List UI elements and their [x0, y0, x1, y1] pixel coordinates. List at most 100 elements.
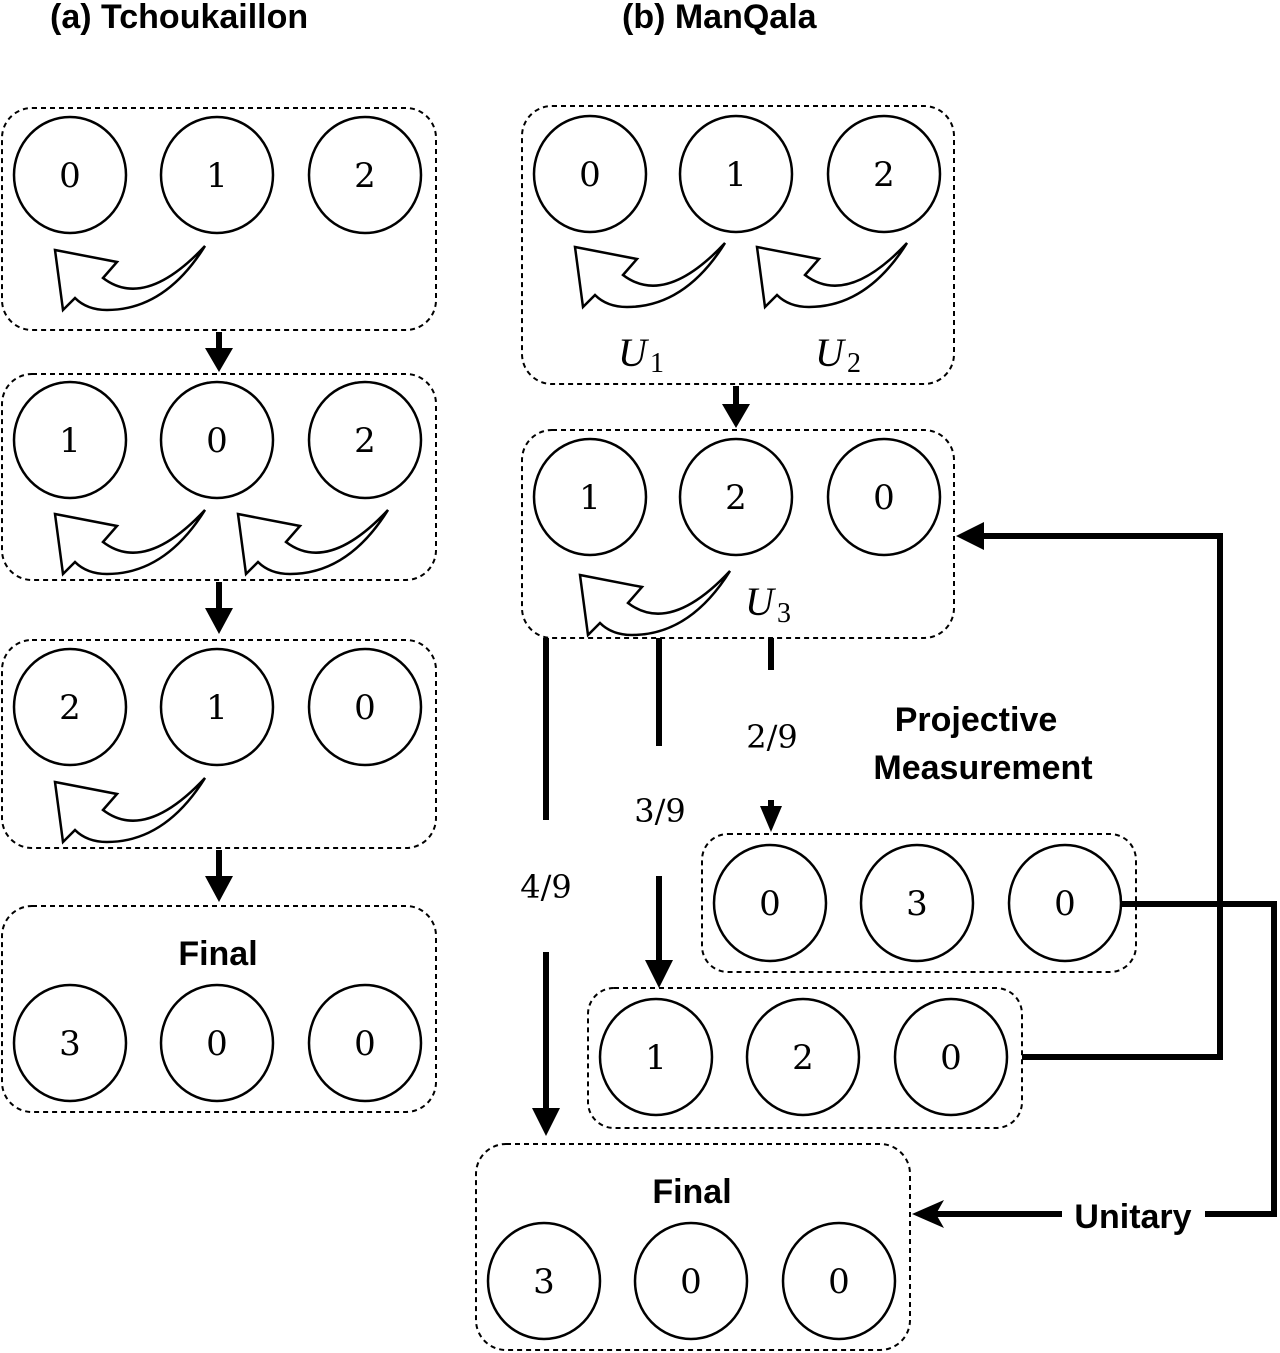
probability-label: 2/9: [746, 718, 798, 756]
svg-text:0: 0: [1054, 884, 1076, 924]
pit: 3: [12, 983, 128, 1103]
pit: 2: [678, 437, 794, 557]
sowing-arrow-icon: [53, 244, 207, 312]
svg-text:2: 2: [354, 156, 376, 196]
svg-text:0: 0: [354, 1024, 376, 1064]
manqala-state-030: 0 3 0: [701, 833, 1137, 973]
sowing-arrow-icon: [53, 508, 207, 576]
pit: 3: [486, 1221, 602, 1341]
pit: 0: [307, 983, 423, 1103]
title-manqala: (b) ManQala: [622, 0, 818, 36]
svg-text:0: 0: [206, 1024, 228, 1064]
svg-text:U: U: [815, 330, 847, 375]
tchoukaillon-state-3: 2 1 0: [1, 639, 437, 849]
svg-text:0: 0: [354, 688, 376, 728]
svg-text:3: 3: [59, 1024, 81, 1064]
measurement-label-line2: Measurement: [873, 749, 1092, 787]
svg-text:2: 2: [792, 1038, 814, 1078]
unitary-arrow: Unitary: [912, 901, 1277, 1236]
svg-text:U: U: [618, 330, 650, 375]
manqala-initial-state: 0 1 2 U 1 U 2: [521, 105, 955, 385]
pit: 0: [1007, 843, 1123, 963]
feedback-arrow: [956, 522, 1223, 1060]
svg-text:0: 0: [59, 156, 81, 196]
state-box: [1, 905, 437, 1113]
state-box: [1, 639, 437, 849]
svg-text:0: 0: [579, 155, 601, 195]
svg-text:0: 0: [873, 478, 895, 518]
unitary-label-u1: U 1: [618, 330, 664, 379]
pit: 1: [159, 647, 275, 767]
svg-text:1: 1: [206, 688, 228, 728]
pit: 0: [159, 380, 275, 500]
svg-text:U: U: [745, 579, 777, 624]
unitary-arrow-icon: [573, 241, 727, 309]
unitary-label: Unitary: [1074, 1198, 1191, 1236]
flow-arrow: [205, 332, 233, 372]
final-label: Final: [652, 1173, 731, 1211]
pit: 0: [826, 437, 942, 557]
sowing-arrow-icon: [53, 776, 207, 844]
svg-text:1: 1: [725, 155, 747, 195]
svg-text:3: 3: [777, 598, 791, 629]
pit: 2: [307, 380, 423, 500]
pit: 2: [745, 997, 861, 1117]
svg-text:1: 1: [579, 478, 601, 518]
manqala-final: Final 3 0 0: [475, 1143, 911, 1351]
svg-text:2: 2: [59, 688, 81, 728]
pit: 1: [678, 114, 794, 234]
tchoukaillon-state-1: 0 1 2: [1, 107, 437, 331]
flow-arrow: [205, 850, 233, 902]
svg-text:1: 1: [645, 1038, 667, 1078]
sowing-arrow-icon: [236, 508, 390, 576]
pit: 1: [598, 997, 714, 1117]
unitary-label-u3: U 3: [745, 579, 791, 629]
pit: 0: [633, 1221, 749, 1341]
final-label: Final: [178, 935, 257, 973]
title-tchoukaillon: (a) Tchoukaillon: [50, 0, 308, 36]
svg-text:0: 0: [680, 1262, 702, 1302]
probability-label: 3/9: [634, 792, 686, 830]
branch-to-final: 4/9: [520, 638, 572, 1136]
pit: 1: [12, 380, 128, 500]
svg-text:2: 2: [847, 348, 861, 379]
svg-text:2: 2: [873, 155, 895, 195]
pit: 2: [307, 115, 423, 235]
state-box: [587, 987, 1023, 1129]
svg-text:0: 0: [759, 884, 781, 924]
unitary-arrow-icon: [578, 569, 732, 637]
manqala-state-120: 1 2 0: [587, 987, 1023, 1129]
pit: 3: [859, 843, 975, 963]
pit: 2: [826, 114, 942, 234]
state-box: [1, 373, 437, 581]
tchoukaillon-state-2: 1 0 2: [1, 373, 437, 581]
pit: 0: [712, 843, 828, 963]
probability-label: 4/9: [520, 868, 572, 906]
pit: 0: [532, 114, 648, 234]
state-box: [701, 833, 1137, 973]
flow-arrow: [722, 386, 750, 428]
svg-text:1: 1: [206, 156, 228, 196]
branch-to-030: 2/9: [746, 638, 798, 832]
unitary-label-u2: U 2: [815, 330, 861, 379]
svg-text:0: 0: [206, 421, 228, 461]
svg-text:0: 0: [828, 1262, 850, 1302]
svg-text:2: 2: [725, 478, 747, 518]
measurement-label-line1: Projective: [895, 701, 1058, 739]
flow-arrow: [205, 582, 233, 634]
branch-to-retry: 3/9: [634, 638, 686, 988]
svg-text:3: 3: [533, 1262, 555, 1302]
pit: 0: [893, 997, 1009, 1117]
tchoukaillon-final: Final 3 0 0: [1, 905, 437, 1113]
pit: 2: [12, 647, 128, 767]
pit: 1: [159, 115, 275, 235]
pit: 0: [159, 983, 275, 1103]
svg-text:1: 1: [59, 421, 81, 461]
pit: 0: [12, 115, 128, 235]
pit: 0: [307, 647, 423, 767]
state-box: [521, 429, 955, 639]
pit: 1: [532, 437, 648, 557]
unitary-arrow-icon: [755, 241, 909, 309]
svg-text:1: 1: [650, 348, 664, 379]
